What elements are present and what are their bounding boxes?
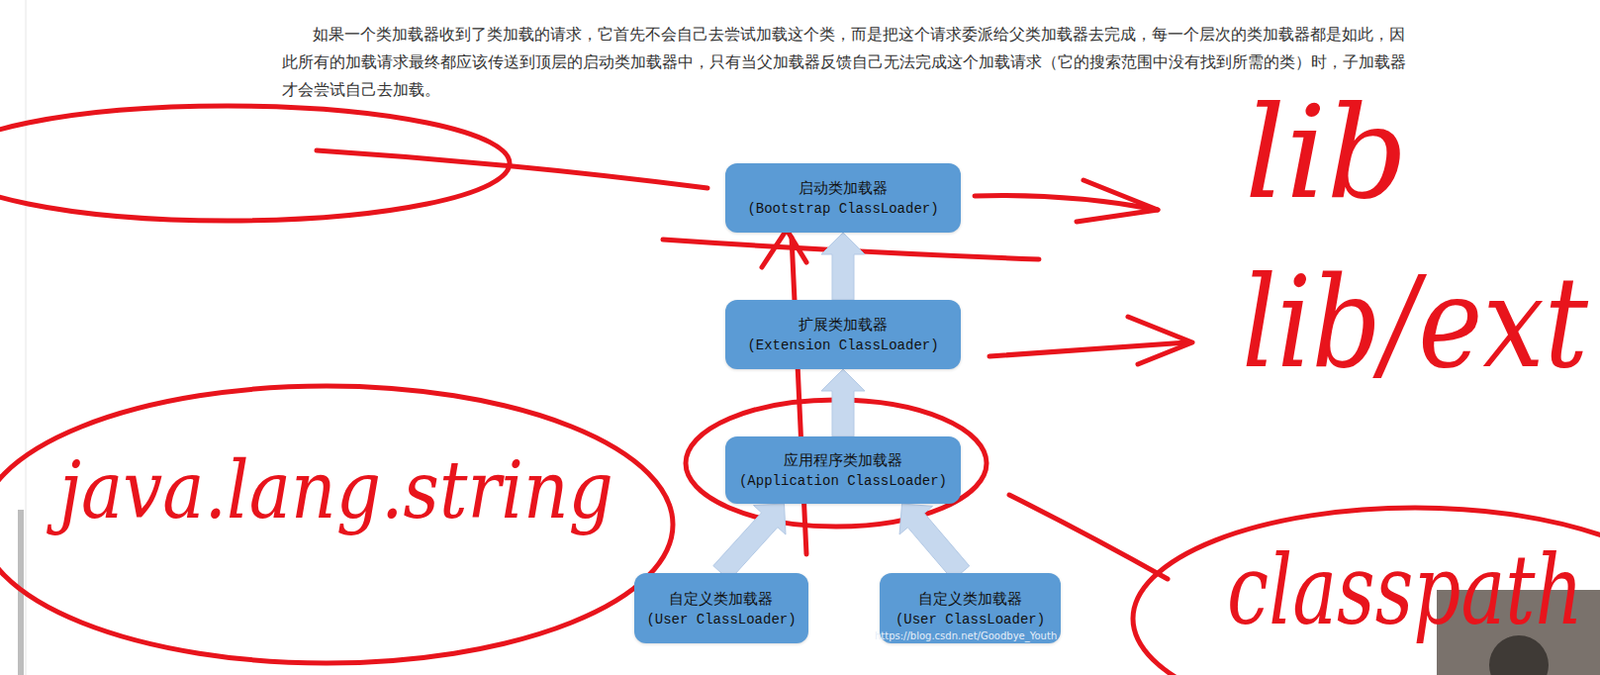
delegation-arrow (821, 232, 865, 300)
watermark: https://blog.csdn.net/Goodbye_Youth (874, 630, 1057, 642)
loader-name: 自定义类加载器 (918, 587, 1023, 610)
red-stroke (1009, 494, 1168, 579)
red-arrowhead (761, 229, 807, 268)
classloader-box: 自定义类加载器(User ClassLoader) (634, 572, 808, 644)
delegation-arrow (713, 503, 786, 580)
red-ellipse (0, 385, 673, 663)
webcam-person (1489, 635, 1549, 675)
loader-english-name: (Application ClassLoader) (739, 470, 947, 491)
loader-english-name: (User ClassLoader) (895, 609, 1045, 630)
red-arrowhead (1076, 180, 1158, 222)
loader-english-name: (Bootstrap ClassLoader) (747, 198, 939, 219)
delegation-arrow (821, 369, 865, 437)
classloader-box: 应用程序类加载器(Application ClassLoader) (725, 436, 961, 504)
red-arrowhead (1128, 316, 1193, 365)
loader-name: 自定义类加载器 (668, 587, 773, 610)
handwritten-note: classpath (1226, 542, 1584, 640)
handwritten-note: lib/ext (1241, 259, 1589, 386)
classloader-box: 扩展类加载器(Extension ClassLoader) (725, 299, 961, 370)
handwritten-note: lib (1244, 89, 1409, 217)
loader-english-name: (Extension ClassLoader) (747, 335, 939, 356)
paragraph: 如果一个类加载器收到了类加载的请求，它首先不会自己去尝试加载这个类，而是把这个请… (282, 20, 1411, 104)
loader-name: 扩展类加载器 (798, 313, 888, 336)
red-ellipse (1132, 507, 1600, 675)
red-stroke (316, 150, 708, 189)
classloader-box: 启动类加载器(Bootstrap ClassLoader) (725, 163, 961, 233)
delegation-arrow (899, 503, 970, 580)
loader-english-name: (User ClassLoader) (646, 609, 796, 630)
handwritten-note: java.lang.string (59, 450, 614, 531)
red-ellipse (0, 105, 510, 221)
red-stroke (791, 237, 807, 555)
page-border (25, 0, 27, 675)
loader-name: 应用程序类加载器 (783, 449, 903, 471)
loader-name: 启动类加载器 (798, 177, 888, 199)
